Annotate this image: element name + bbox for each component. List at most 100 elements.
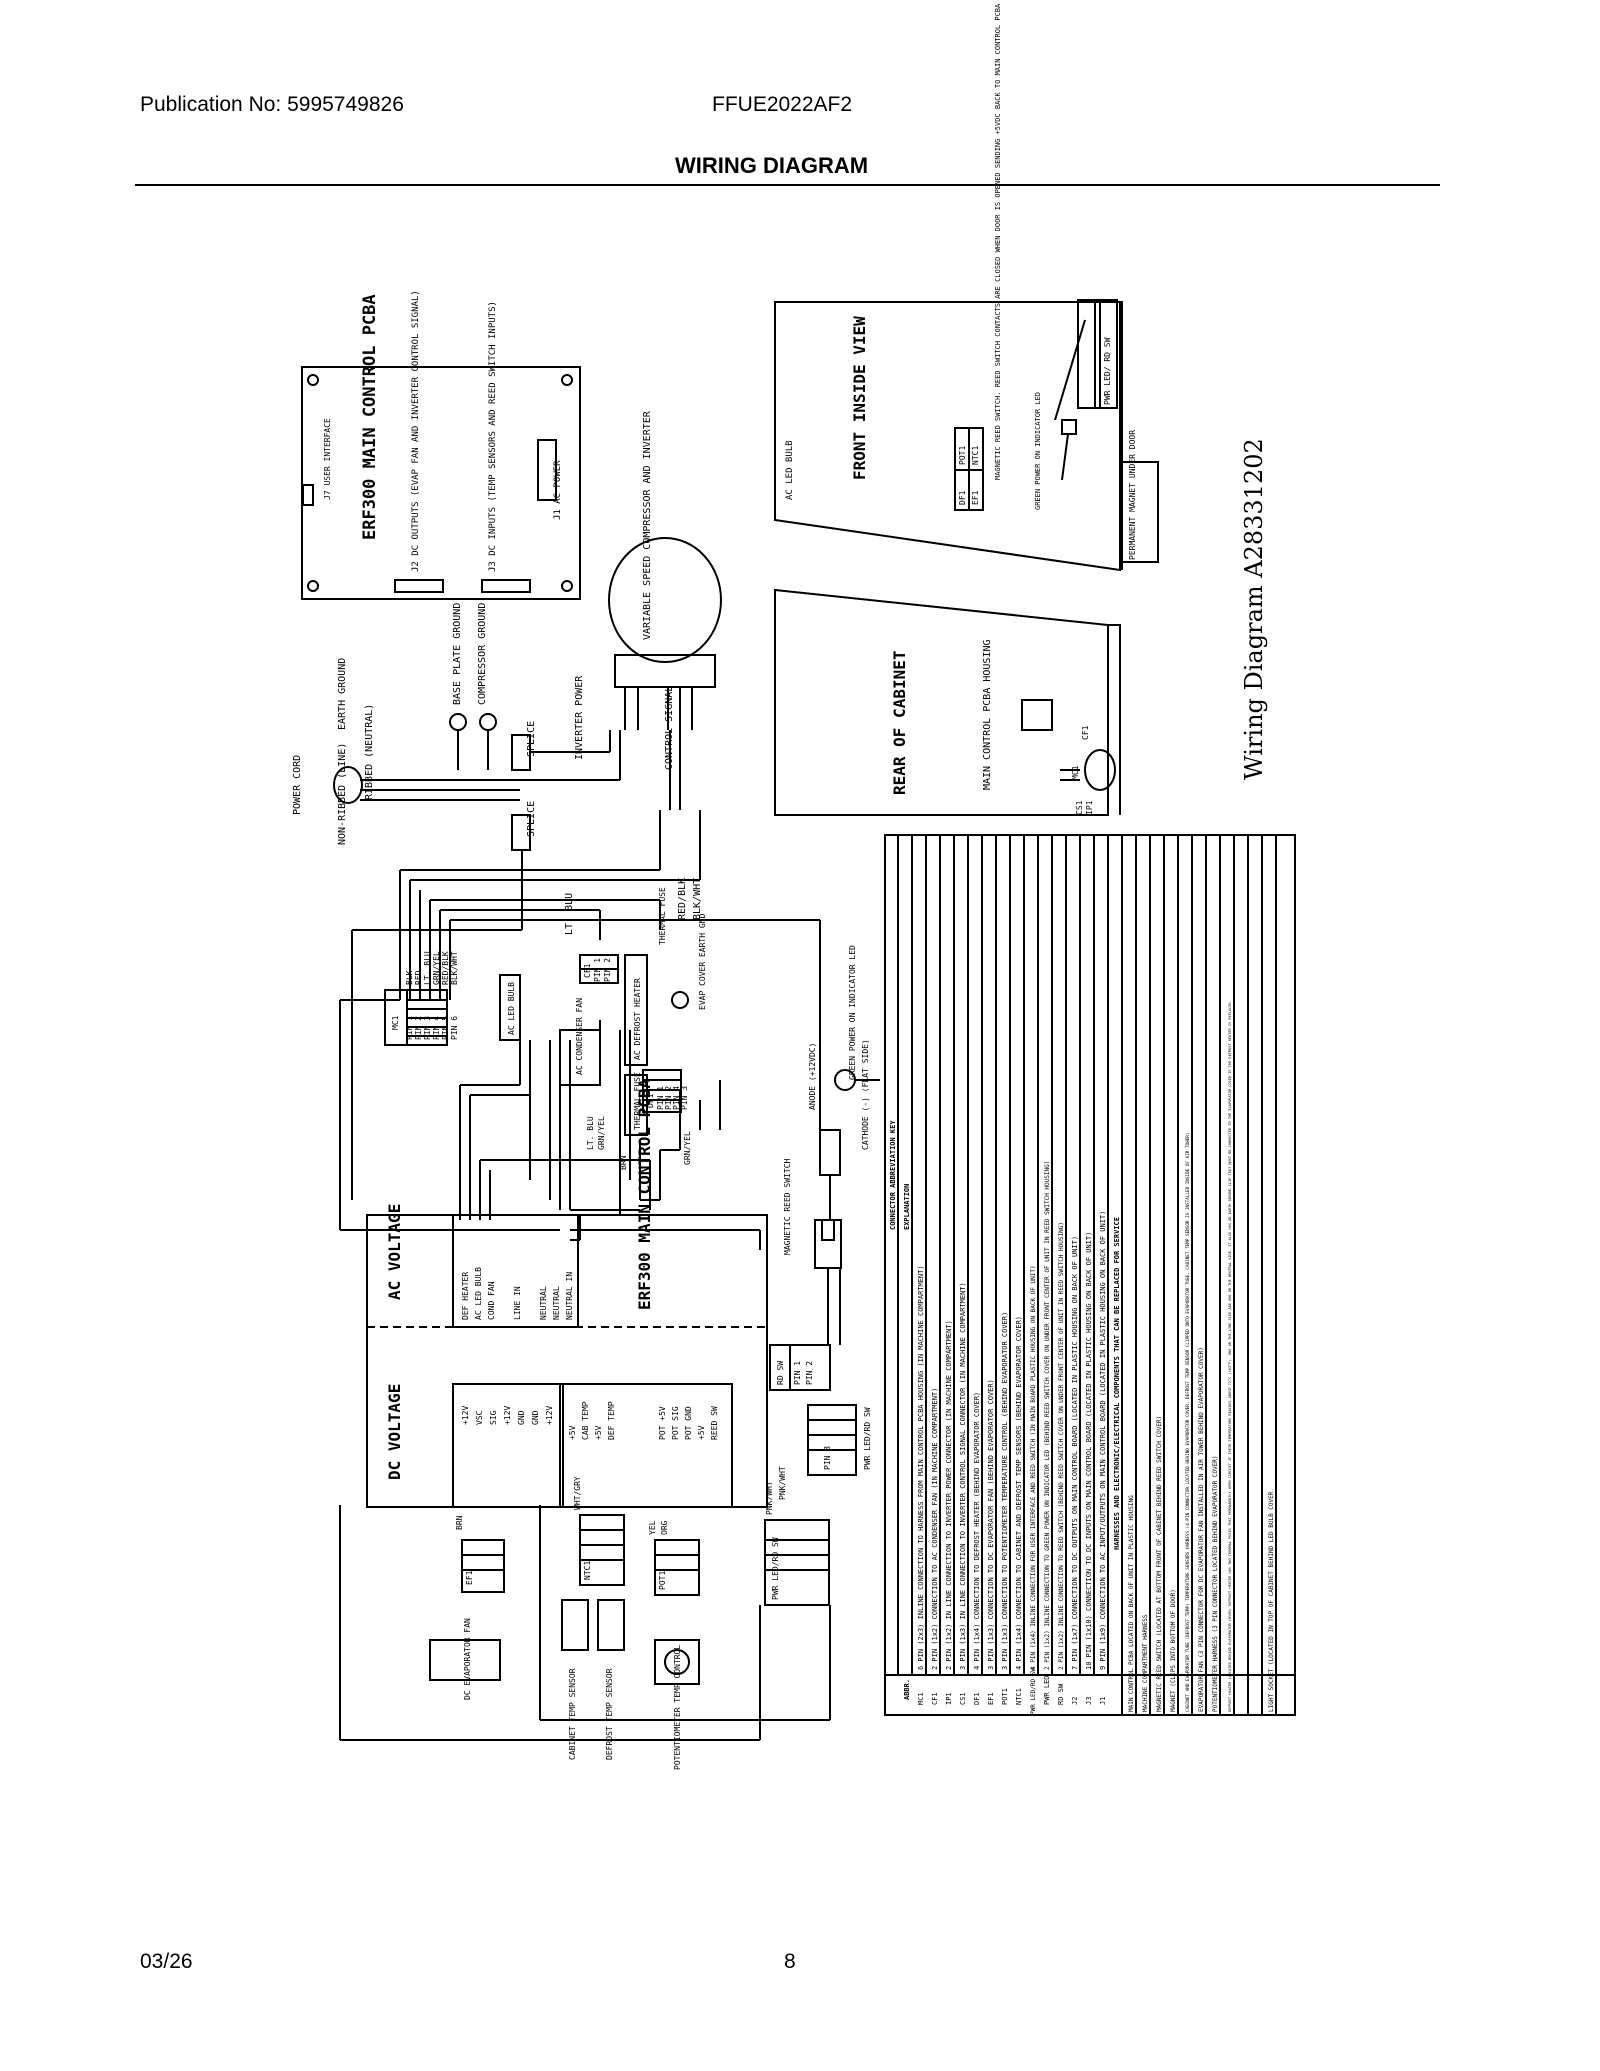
- key-abbr-11: J2: [1071, 1697, 1079, 1705]
- service-row-8: LIGHT SOCKET (LOCATED IN TOP OF CABINET …: [1268, 1491, 1275, 1712]
- df1-pin-1: PIN 1: [656, 1086, 665, 1110]
- service-row-3: MAGNET (CLIPS INTO BOTTOM OF DOOR): [1170, 1589, 1177, 1712]
- potentiometer-label: POTENTIOMETER TEMP CONTROL: [673, 1645, 682, 1770]
- key-abbr-3: CS1: [959, 1692, 967, 1705]
- df1-pin-2: PIN 2: [664, 1086, 673, 1110]
- service-title: HARNESSES AND ELECTRONIC/ELECTRICAL COMP…: [1113, 1217, 1121, 1550]
- connector-key-table: [884, 834, 1296, 1716]
- dc-voltage-rows: +12V VSC SIG +12V GND GND +12V +5V CAB T…: [461, 1401, 719, 1440]
- j3-row-6: POT SIG: [671, 1406, 680, 1440]
- wire-brn-1: BRN: [619, 1155, 628, 1170]
- df1-pin-3: PIN 3: [680, 1086, 689, 1110]
- mc1-pin-3: PIN 3: [423, 1016, 432, 1040]
- service-row-4: CABINET AND EVAPORATOR TUBE (DEFROST TEM…: [1185, 1133, 1191, 1712]
- footer-page: 8: [784, 1950, 796, 1973]
- condenser-fan-label: AC CONDENSER FAN: [575, 998, 584, 1075]
- front-view-title: FRONT INSIDE VIEW: [850, 316, 869, 480]
- pwrled-wire-pnk-wht: PNK/WHT: [765, 1481, 774, 1515]
- pcba-j3: J3 DC INPUTS (TEMP SENSORS AND REED SWIT…: [488, 301, 498, 572]
- service-row-0: MAIN CONTROL PCBA LOCATED ON BACK OF UNI…: [1128, 1495, 1135, 1712]
- key-abbr-1: CF1: [931, 1692, 939, 1705]
- mc1-pin-1: PIN 1: [405, 1016, 414, 1040]
- wire-blk-wht-1: BLK/WHT: [692, 878, 703, 920]
- thermal-fuse-label-1: THERMAL FUSE: [633, 1072, 642, 1130]
- control-signal-label: CONTROL SIGNAL: [664, 686, 675, 770]
- mc1-pin-5: PIN 5: [441, 1016, 450, 1040]
- erf300-block: [366, 1214, 768, 1508]
- cabinet-sensor-label: CABINET TEMP SENSOR: [568, 1668, 577, 1760]
- pcba-title: ERF300 MAIN CONTROL PCBA: [360, 294, 380, 540]
- j3-row-5: POT +5V: [658, 1406, 667, 1440]
- j3-row-1: +5V: [568, 1425, 577, 1440]
- mc1-wire-red-blk: RED/BLK: [441, 951, 450, 985]
- lower-connectors: [339, 1505, 831, 1741]
- mc1-pin-2: PIN 2: [414, 1016, 423, 1040]
- rdsw-pin-2: PIN 2: [805, 1361, 814, 1385]
- key-abbr-6: POT1: [1001, 1688, 1009, 1705]
- main-pcba-board: [301, 366, 581, 600]
- earth-ground-label: EARTH GROUND: [337, 658, 348, 730]
- key-title: CONNECTOR ABBREVIATION KEY: [889, 1120, 897, 1230]
- diagram-signature: Wiring Diagram A28331202: [1240, 438, 1268, 780]
- splice-2: SPLICE: [526, 801, 537, 837]
- mc1-wire-blk: BLK: [405, 970, 414, 985]
- front-green-note: GREEN POWER ON INDICATOR LED: [1034, 392, 1042, 510]
- pwrled-label: PWR LED/RD SW: [863, 1407, 872, 1470]
- erf300-title: ERF300 MAIN CONTROL PCBA: [635, 1078, 654, 1310]
- key-col-expl: EXPLANATION: [903, 1184, 911, 1230]
- mc1-wire-lt-blu: LT. BLU: [423, 951, 432, 985]
- j2-row-3: SIG: [489, 1410, 498, 1425]
- key-expl-7: 4 PIN (1x4) CONNECTION TO CABINET AND DE…: [1015, 1316, 1023, 1670]
- front-pwr-led: PWR LED/ RD SW: [1103, 337, 1112, 405]
- key-expl-1: 2 PIN (1x2) CONNECTION TO AC CONDENSER F…: [931, 1388, 939, 1670]
- pwr-led-rdsw-label: PWR LED/RD SW: [771, 1537, 780, 1600]
- j3-row-7: POT GND: [684, 1406, 693, 1440]
- j1-row-7: NEUTRAL: [539, 1286, 548, 1320]
- rdsw-wire-pnk-wht: PNK/WHT: [778, 1466, 787, 1500]
- front-pot1: POT1: [958, 446, 967, 465]
- service-row-1: MACHINE COMPARTMENT HARNESS: [1142, 1614, 1149, 1712]
- anode-label: ANODE (+12VDC): [808, 1043, 817, 1110]
- j1-row-1: DEF HEATER: [461, 1272, 470, 1320]
- key-expl-4: 4 PIN (1x4) CONNECTION TO DEFROST HEATER…: [973, 1392, 981, 1670]
- pcba-j7: J7 USER INTERFACE: [323, 418, 332, 500]
- wire-grn-yel-2: GRN/YEL: [597, 1116, 606, 1150]
- pot1-wire-yel: YEL: [648, 1520, 657, 1535]
- compressor-label: VARIABLE SPEED COMPRESSOR AND INVERTER: [642, 410, 653, 640]
- key-expl-8: 4 PIN (1x4) INLINE CONNECTION FOR USER I…: [1030, 1265, 1037, 1670]
- front-reed-note: MAGNETIC REED SWITCH. REED SWITCH CONTAC…: [994, 3, 1002, 480]
- df1-pin-4: PIN 4: [672, 1086, 681, 1110]
- j1-row-3: COND FAN: [487, 1281, 496, 1320]
- key-expl-5: 3 PIN (1x3) CONNECTION TO DC EVAPORATOR …: [987, 1379, 995, 1670]
- rear-mc1: MC1: [1071, 765, 1080, 780]
- key-expl-3: 3 PIN (1x3) IN LINE CONNECTION TO INVERT…: [959, 1282, 967, 1670]
- key-abbr-5: EF1: [987, 1692, 995, 1705]
- rear-view-title: REAR OF CABINET: [890, 651, 909, 796]
- j3-row-9: REED SW: [710, 1406, 719, 1440]
- key-abbr-10: RD SW: [1057, 1683, 1065, 1705]
- front-df1: DF1: [958, 490, 967, 505]
- j1-row-8: NEUTRAL: [552, 1286, 561, 1320]
- ac-led-bulb-label: AC LED BULB: [507, 982, 516, 1035]
- wire-red-blk-1: RED/BLK: [677, 878, 688, 920]
- mc1-pin-4: PIN 4: [432, 1016, 441, 1040]
- pot1-label: POT1: [658, 1571, 667, 1590]
- key-abbr-7: NTC1: [1015, 1688, 1023, 1705]
- j2-row-7: +12V: [545, 1406, 554, 1425]
- front-magnet: PERMANENT MAGNET UNDER DOOR: [1128, 430, 1137, 560]
- front-view-cabinet: [774, 299, 1159, 572]
- service-row-7: DEFROST HEATER (LOCATED BEHIND EVAPORATO…: [1228, 1000, 1232, 1712]
- non-ribbed-label: NON-RIBBED (LINE): [337, 743, 348, 845]
- j3-row-8: +5V: [697, 1425, 706, 1440]
- compressor-ground-label: COMPRESSOR GROUND: [477, 603, 488, 705]
- rdsw-connector: [769, 1069, 880, 1476]
- compressor-ellipse: [608, 537, 722, 730]
- key-abbr-9: PWR LED: [1043, 1675, 1051, 1705]
- key-abbr-0: MC1: [917, 1692, 925, 1705]
- model-number: FFUE2022AF2: [712, 93, 853, 116]
- ntc1-label: NTC1: [583, 1561, 592, 1580]
- key-expl-6: 3 PIN (1x3) CONNECTION TO POTENTIOMETER …: [1001, 1312, 1009, 1670]
- thermal-fuse-label-2: THERMAL FUSE: [658, 887, 667, 945]
- key-abbr-8: PWR LED/RD SW: [1030, 1668, 1037, 1715]
- j2-row-4: +12V: [503, 1406, 512, 1425]
